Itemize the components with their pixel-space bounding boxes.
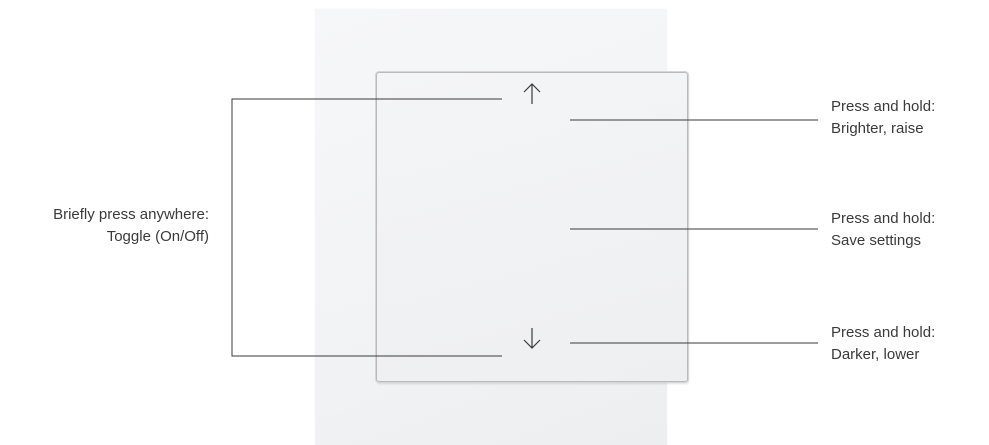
toggle-label-line2: Toggle (On/Off) — [106, 228, 209, 245]
save-label-line2: Save settings — [831, 232, 922, 249]
toggle-label-line1: Briefly press anywhere: — [53, 206, 209, 223]
darker-label-line1: Press and hold: — [831, 324, 936, 341]
brighter-label-line2: Brighter, raise — [831, 120, 924, 137]
brighter-label-line1: Press and hold: — [831, 98, 936, 115]
save-label: Press and hold: Save settings — [831, 208, 935, 252]
arrow-up-icon — [523, 83, 541, 104]
brighter-label: Press and hold: Brighter, raise — [831, 96, 935, 140]
save-label-line1: Press and hold: — [831, 210, 936, 227]
arrow-down-icon — [523, 328, 541, 349]
darker-label-line2: Darker, lower — [831, 346, 920, 363]
toggle-leader-line — [231, 98, 502, 357]
darker-label: Press and hold: Darker, lower — [831, 322, 935, 366]
toggle-label: Briefly press anywhere: Toggle (On/Off) — [53, 204, 209, 248]
